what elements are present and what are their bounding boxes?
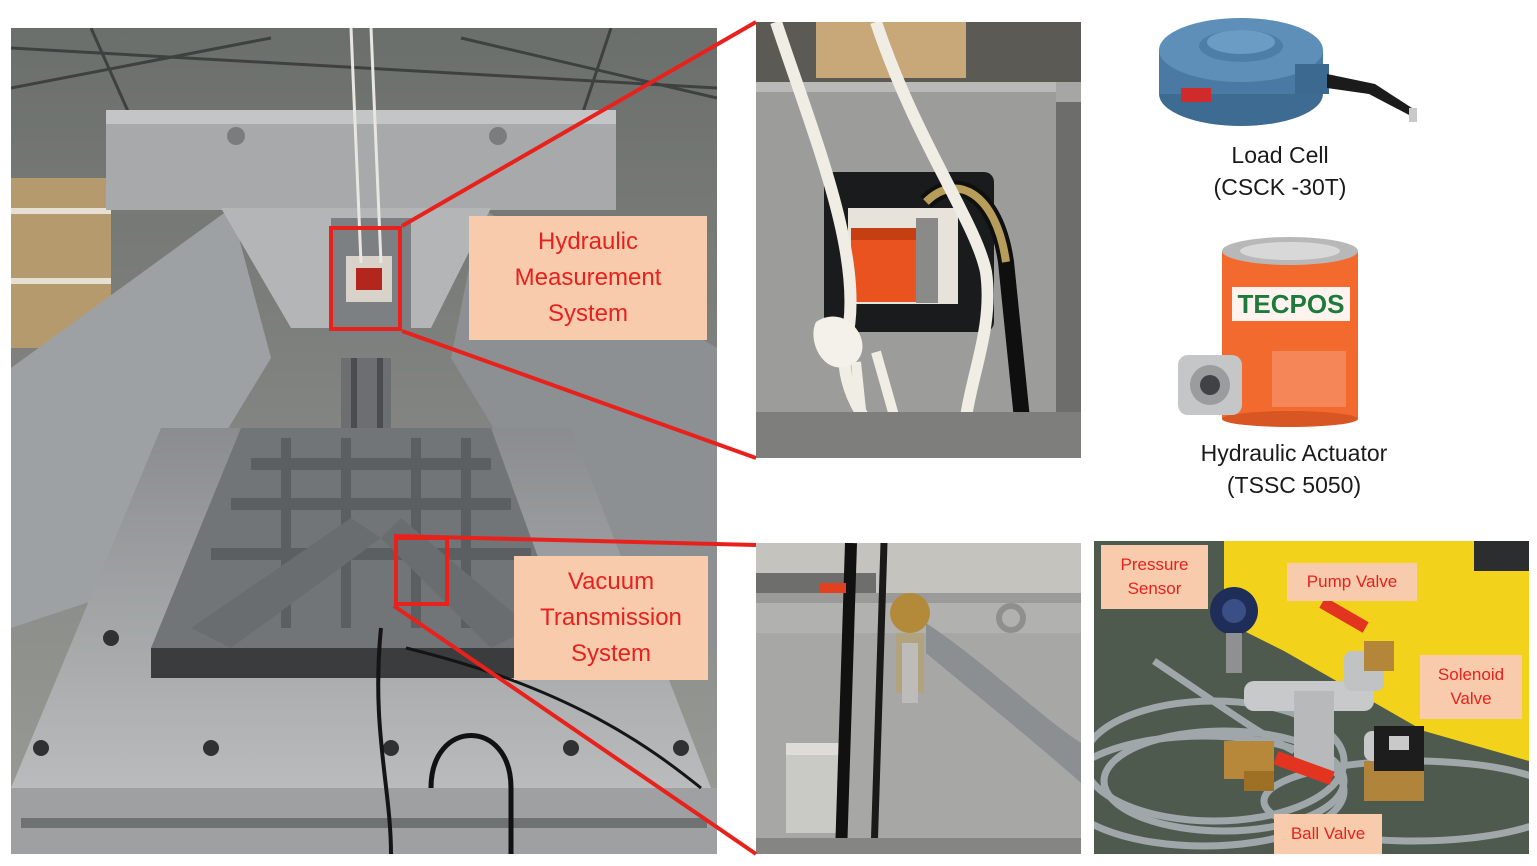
callout-line: System <box>547 300 628 327</box>
load-cell-model: (CSCK -30T) <box>1213 174 1347 200</box>
label-line: Pressure <box>1120 555 1189 574</box>
pressure-sensor-label: Pressure Sensor <box>1101 545 1208 609</box>
hydraulic-zoom-line-bottom <box>401 329 757 460</box>
actuator-brand-text: TECPOS <box>1238 289 1345 319</box>
label-line: Ball Valve <box>1290 824 1366 843</box>
label-line: Valve <box>1450 689 1492 708</box>
actuator-caption: Hydraulic Actuator (TSSC 5050) <box>1164 437 1424 501</box>
actuator-name: Hydraulic Actuator <box>1200 440 1388 466</box>
load-cell-image <box>1155 2 1427 130</box>
hydraulic-system-callout: Hydraulic Measurement System <box>469 216 707 340</box>
hydraulic-zoom-line-top <box>401 20 757 228</box>
load-cell-name: Load Cell <box>1231 142 1329 168</box>
callout-line: Transmission <box>540 604 682 631</box>
vacuum-zoom-line-top <box>393 534 757 547</box>
vacuum-system-callout: Vacuum Transmission System <box>514 556 708 680</box>
actuator-model: (TSSC 5050) <box>1226 472 1362 498</box>
label-line: Pump Valve <box>1306 572 1398 591</box>
hydraulic-detail-photo <box>756 22 1081 458</box>
callout-line: Vacuum <box>567 568 655 595</box>
hydraulic-actuator-image: TECPOS <box>1172 231 1364 427</box>
vacuum-detail-photo <box>756 543 1081 854</box>
ball-valve-label: Ball Valve <box>1274 814 1382 854</box>
callout-line: Hydraulic <box>537 228 639 255</box>
label-line: Sensor <box>1127 579 1182 598</box>
hydraulic-highlight-box <box>329 226 402 331</box>
load-cell-caption: Load Cell (CSCK -30T) <box>1180 139 1380 203</box>
label-line: Solenoid <box>1437 665 1505 684</box>
callout-line: System <box>570 640 651 667</box>
vacuum-zoom-line-bottom <box>392 604 758 856</box>
callout-line: Measurement <box>514 264 662 291</box>
solenoid-valve-label: Solenoid Valve <box>1420 655 1522 719</box>
main-test-rig-photo <box>11 28 717 854</box>
pump-valve-label: Pump Valve <box>1287 563 1417 601</box>
